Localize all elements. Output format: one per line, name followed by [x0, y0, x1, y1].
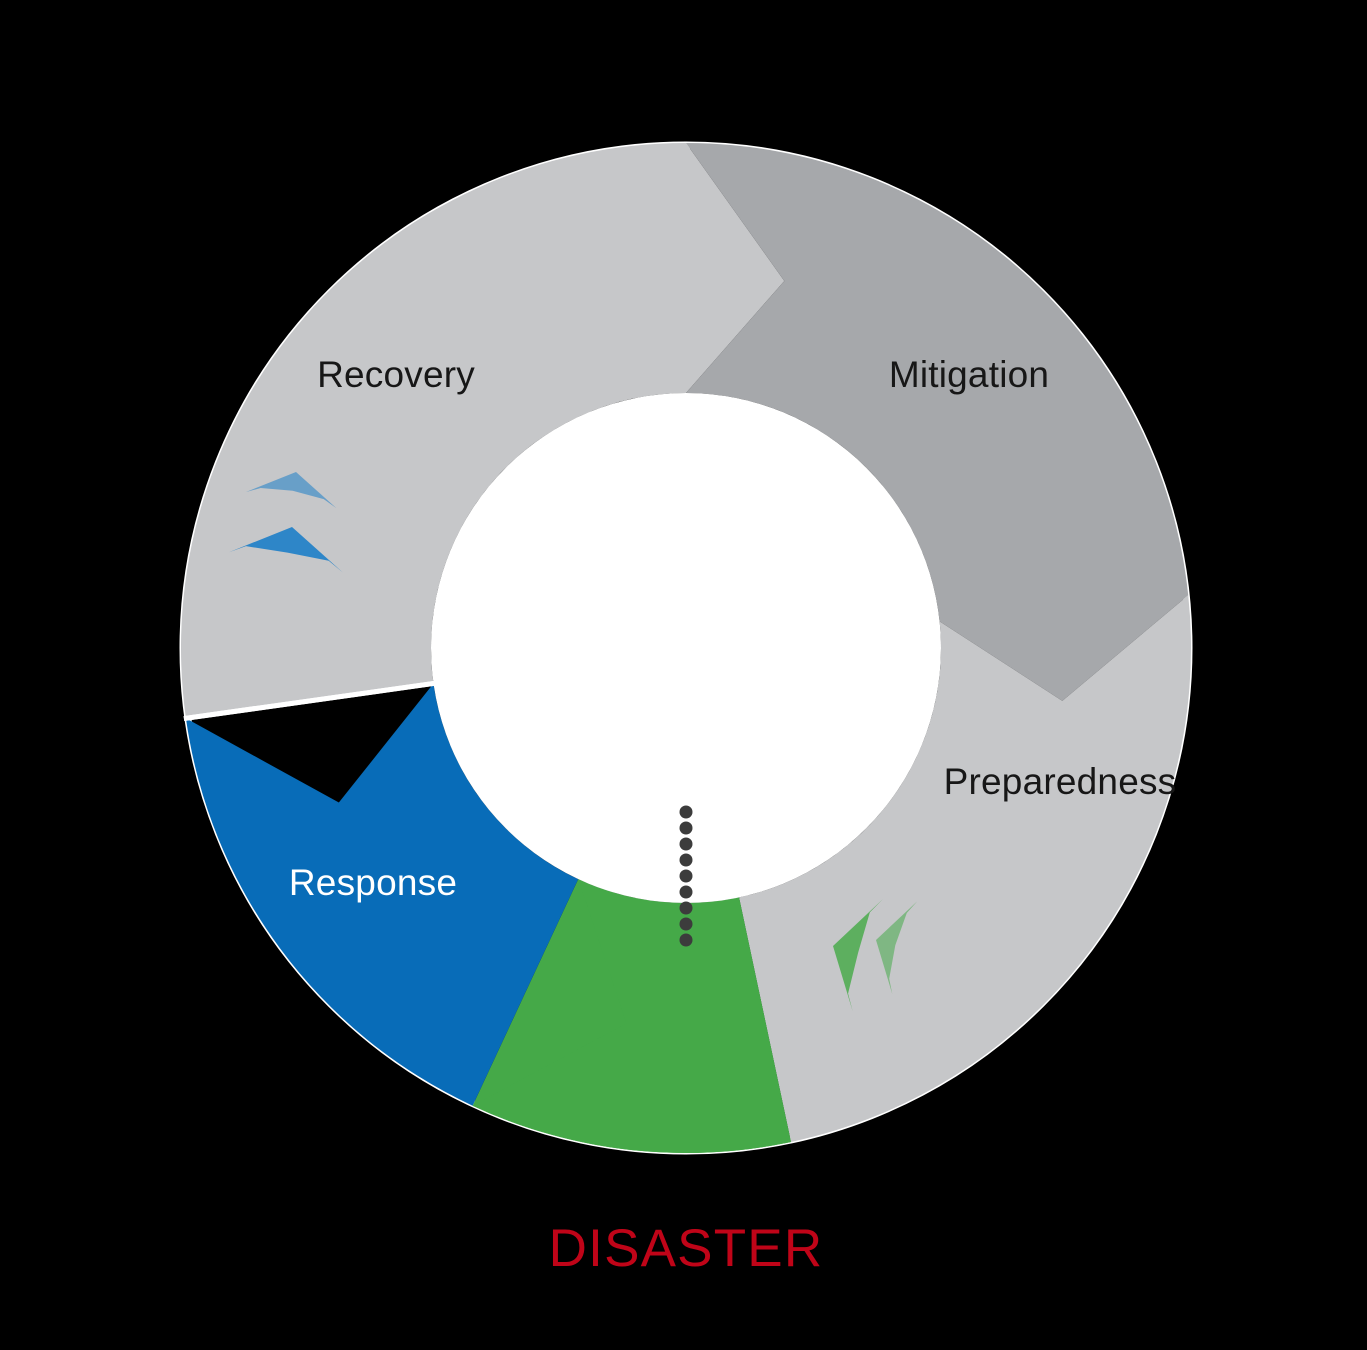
- divider-dot: [679, 917, 693, 931]
- ring-segment-preparedness[interactable]: [739, 595, 1191, 1142]
- divider-dot: [679, 805, 693, 819]
- segment-seam: [183, 680, 436, 722]
- ring-segment-mitigation[interactable]: [686, 143, 1189, 701]
- ring-segment-recovery[interactable]: [180, 143, 785, 719]
- ring-segment-disaster-transition[interactable]: [472, 879, 791, 1153]
- divider-dot: [679, 869, 693, 883]
- ring-inner-hub: [431, 393, 941, 903]
- disaster-divider: [679, 805, 693, 947]
- divider-dot: [679, 885, 693, 899]
- segment-label-mitigation: Mitigation: [889, 354, 1049, 395]
- preparedness-chevron-far-icon: [876, 901, 918, 995]
- recovery-chevron-far-icon: [245, 472, 337, 509]
- ring-segments: [180, 143, 1191, 1153]
- divider-dot: [679, 933, 693, 947]
- recovery-chevron-near-icon: [228, 527, 343, 573]
- chevron-arrows: [228, 472, 918, 1012]
- disaster-caption: DISASTER: [549, 1219, 824, 1278]
- segment-label-response: Response: [289, 862, 457, 903]
- preparedness-chevron-near-icon: [833, 899, 883, 1012]
- divider-dot: [679, 901, 693, 915]
- segment-label-recovery: Recovery: [317, 354, 475, 395]
- segment-label-preparedness: Preparedness: [944, 761, 1177, 802]
- divider-dot: [679, 821, 693, 835]
- ring-segment-response[interactable]: [185, 683, 579, 1106]
- divider-dot: [679, 837, 693, 851]
- divider-dot: [679, 853, 693, 867]
